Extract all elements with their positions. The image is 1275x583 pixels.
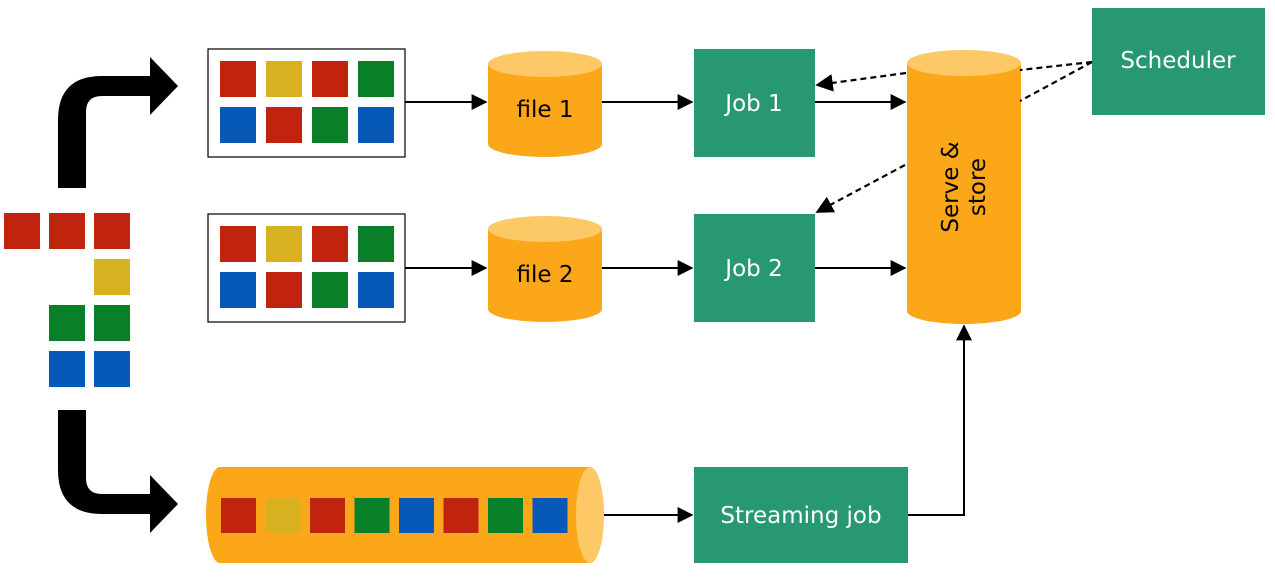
record-square-green — [49, 305, 85, 341]
record-square-yellow — [266, 226, 302, 262]
record-square-green — [312, 272, 348, 308]
record-square-red — [94, 213, 130, 249]
record-square-blue — [532, 498, 568, 533]
record-square-red — [4, 213, 40, 249]
record-square-green — [488, 498, 523, 533]
file-1-label: file 1 — [517, 97, 574, 123]
record-square-yellow — [266, 61, 302, 97]
streaming-job-box: Streaming job — [694, 467, 908, 563]
record-square-red — [220, 226, 256, 262]
record-square-green — [358, 61, 394, 97]
record-square-blue — [399, 498, 434, 533]
record-square-red — [443, 498, 479, 533]
record-square-blue — [220, 272, 256, 308]
job-2-box: Job 2 — [694, 214, 815, 322]
split-arrow-up-icon — [58, 57, 178, 188]
record-square-red — [312, 226, 348, 262]
record-square-red — [221, 498, 256, 533]
streaming-job-label: Streaming job — [720, 503, 881, 529]
split-arrow-down-icon — [58, 410, 178, 533]
record-square-blue — [358, 272, 394, 308]
record-square-blue — [49, 351, 85, 387]
stream-records — [221, 498, 568, 533]
record-square-red — [266, 107, 302, 143]
dashed-store-job2 — [815, 164, 906, 213]
batch-2-records — [220, 226, 394, 308]
scheduler-label: Scheduler — [1120, 48, 1236, 74]
batch-1-records — [220, 61, 394, 143]
dashed-store-job1 — [815, 71, 907, 92]
job-1-box: Job 1 — [694, 49, 815, 157]
file-1-cylinder: file 1 — [488, 51, 602, 157]
serve-store-cylinder: Serve & store — [907, 50, 1021, 324]
record-square-red — [49, 213, 85, 249]
record-square-green — [354, 498, 390, 533]
record-square-red — [220, 61, 256, 97]
record-square-blue — [94, 351, 130, 387]
record-square-green — [94, 305, 130, 341]
record-square-yellow — [94, 259, 130, 295]
file-2-label: file 2 — [517, 262, 574, 288]
job-2-label: Job 2 — [723, 256, 782, 282]
serve-store-label-line2: store — [965, 158, 991, 216]
record-square-red — [310, 498, 345, 533]
job-1-label: Job 1 — [723, 91, 782, 117]
source-records — [4, 213, 130, 387]
record-square-blue — [220, 107, 256, 143]
dashed-scheduler-store — [1019, 60, 1093, 72]
record-square-blue — [358, 107, 394, 143]
record-square-red — [266, 272, 302, 308]
record-square-green — [312, 107, 348, 143]
arrow-streamingjob-store — [908, 324, 972, 516]
record-square-yellow — [265, 498, 301, 533]
file-2-cylinder: file 2 — [488, 216, 602, 322]
record-square-green — [358, 226, 394, 262]
serve-store-label-line1: Serve & — [938, 141, 964, 232]
dashed-scheduler-store-2 — [1019, 61, 1093, 102]
scheduler-box: Scheduler — [1092, 8, 1265, 115]
record-square-red — [312, 61, 348, 97]
